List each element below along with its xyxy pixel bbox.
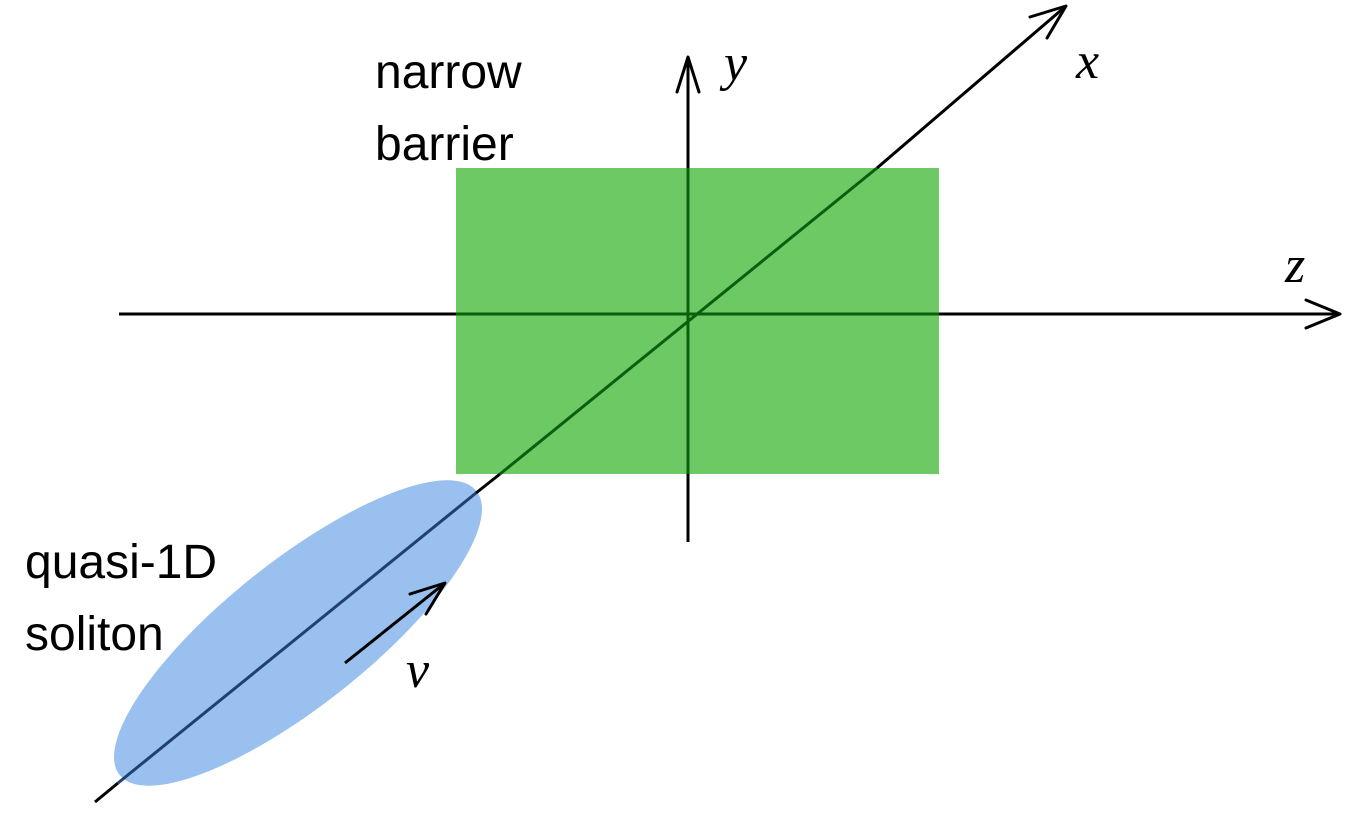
soliton-ellipse (114, 480, 482, 786)
x-axis (94, 4, 1068, 804)
velocity-arrowhead (408, 581, 447, 616)
soliton-label-line1: quasi-1D (25, 536, 217, 589)
soliton-label-line2: soliton (25, 608, 164, 661)
velocity-arrow (344, 581, 447, 665)
barrier-rect (456, 168, 939, 474)
x-axis-arrowhead (1028, 4, 1068, 40)
axis-label-x: x (1075, 33, 1099, 90)
y-axis-arrowhead (675, 55, 701, 94)
velocity-label: v (406, 642, 430, 699)
axis-label-y: y (719, 35, 748, 92)
z-axis-arrowhead (1304, 298, 1342, 330)
axis-label-z: z (1284, 237, 1305, 294)
barrier-label-line2: barrier (375, 118, 514, 171)
barrier-label-line1: narrow (375, 46, 522, 99)
